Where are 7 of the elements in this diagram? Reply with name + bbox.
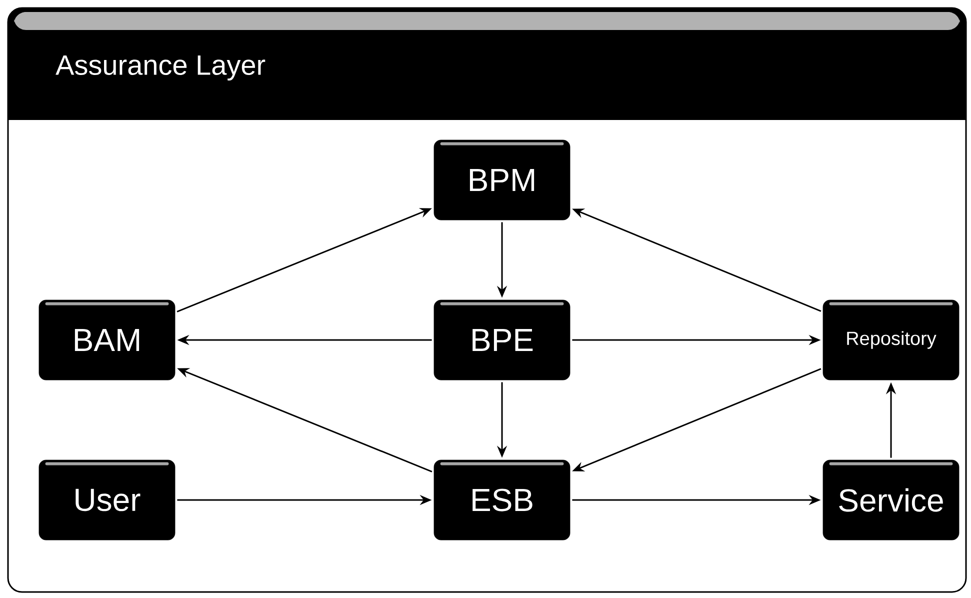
process-box: ESB <box>434 460 570 540</box>
process-box: BAM <box>38 300 176 380</box>
process-box: BPM <box>434 140 570 220</box>
process-box: Service <box>822 460 960 540</box>
process-box: BPE <box>434 300 570 380</box>
process-box: User <box>38 460 176 540</box>
process-box: Repository <box>822 300 960 380</box>
